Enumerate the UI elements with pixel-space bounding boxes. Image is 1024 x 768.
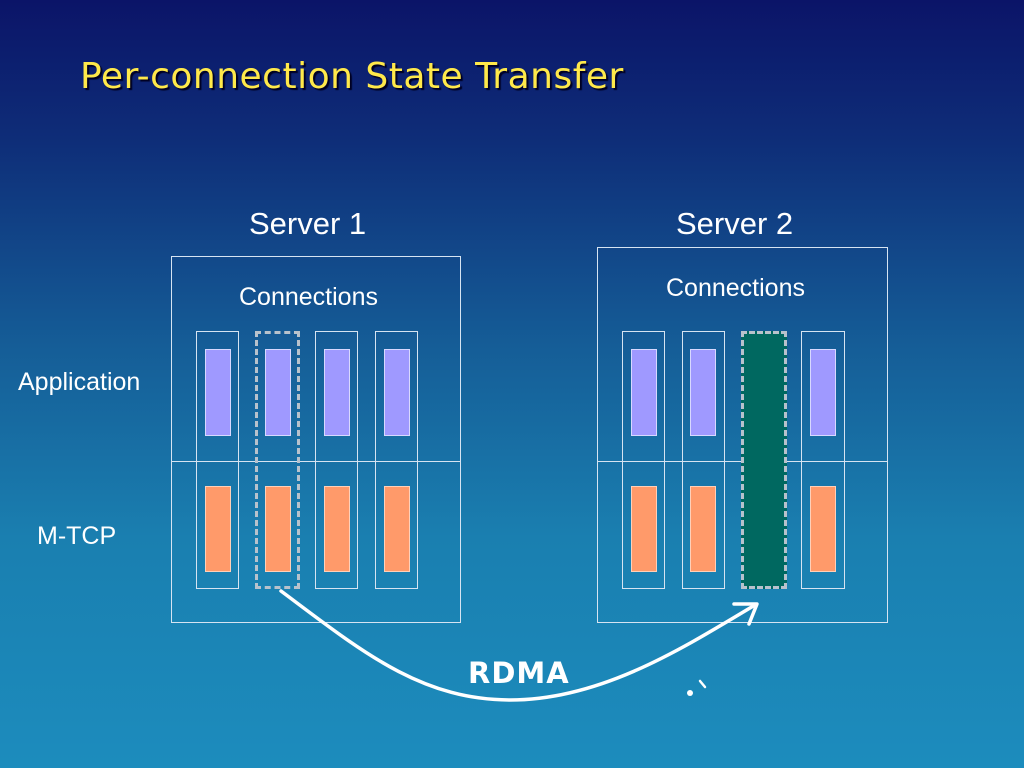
- rdma-label: RDMA: [468, 656, 570, 690]
- server-1-connection-4-app-state: [384, 349, 410, 436]
- server-2-connection-4-tcp-state: [810, 486, 836, 572]
- server-1-connection-3-app-state: [324, 349, 350, 436]
- server-1-connection-4-tcp-state: [384, 486, 410, 572]
- server-1-connection-1-app-state: [205, 349, 231, 436]
- stray-dot-mark: [687, 690, 693, 696]
- server-2-connections-label: Connections: [666, 274, 805, 302]
- server-2-connection-2-app-state: [690, 349, 716, 436]
- server-2-box: [597, 247, 888, 623]
- server-1-connection-1: [196, 331, 239, 589]
- server-1-label: Server 1: [249, 206, 367, 241]
- server-1-layer-divider: [171, 461, 461, 462]
- server-2-connection-2-tcp-state: [690, 486, 716, 572]
- server-2-connection-4-app-state: [810, 349, 836, 436]
- server-2-connection-1-app-state: [631, 349, 657, 436]
- server-2-connection-1-tcp-state: [631, 486, 657, 572]
- rdma-arrowhead: [732, 602, 759, 626]
- application-layer-label: Application: [18, 368, 141, 396]
- server-2-connection-1: [622, 331, 665, 589]
- server-2-migrated-connection: [741, 331, 787, 589]
- server-1-connection-3-tcp-state: [324, 486, 350, 572]
- server-2-connection-4: [801, 331, 845, 589]
- stray-tick-mark: [698, 679, 707, 689]
- server-1-connection-1-tcp-state: [205, 486, 231, 572]
- server-1-connection-2-tcp-state: [265, 486, 291, 572]
- mtcp-layer-label: M-TCP: [37, 522, 117, 550]
- server-2-connection-2: [682, 331, 725, 589]
- server-1-connection-3: [315, 331, 358, 589]
- server-1-connection-2-app-state: [265, 349, 291, 436]
- server-1-connections-label: Connections: [239, 283, 378, 311]
- slide-title: Per-connection State Transfer: [80, 56, 624, 97]
- server-1-connection-2-selected: [255, 331, 300, 589]
- server-2-label: Server 2: [676, 206, 794, 241]
- server-1-connection-4: [375, 331, 418, 589]
- server-1-box: [171, 256, 461, 623]
- rdma-arrow-path: [279, 589, 757, 702]
